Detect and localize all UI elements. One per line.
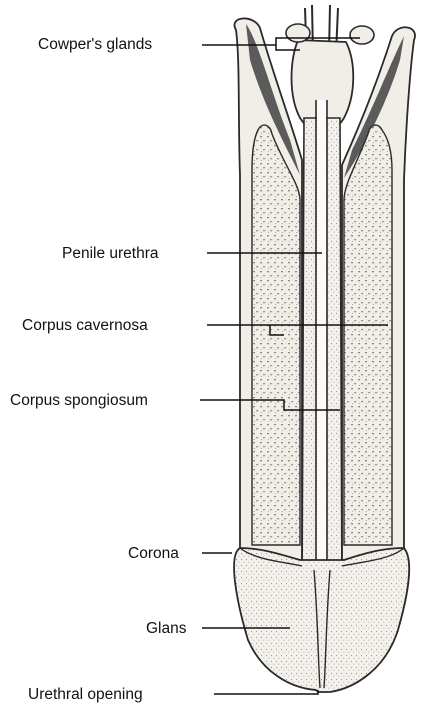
label-corona: Corona [128, 545, 179, 562]
glans [234, 548, 409, 692]
label-urethral-opening: Urethral opening [28, 686, 143, 703]
label-glans: Glans [146, 620, 187, 637]
label-corpus-spongiosum: Corpus spongiosum [10, 392, 148, 409]
label-corpus-cavernosa: Corpus cavernosa [22, 317, 148, 334]
cowpers-gland-left [286, 24, 310, 42]
label-cowpers-glands: Cowper's glands [38, 36, 152, 53]
label-penile-urethra: Penile urethra [62, 245, 159, 262]
cowpers-gland-right [350, 26, 374, 44]
urethra-lumen [317, 100, 326, 640]
right-erectile-tissue [344, 125, 392, 545]
